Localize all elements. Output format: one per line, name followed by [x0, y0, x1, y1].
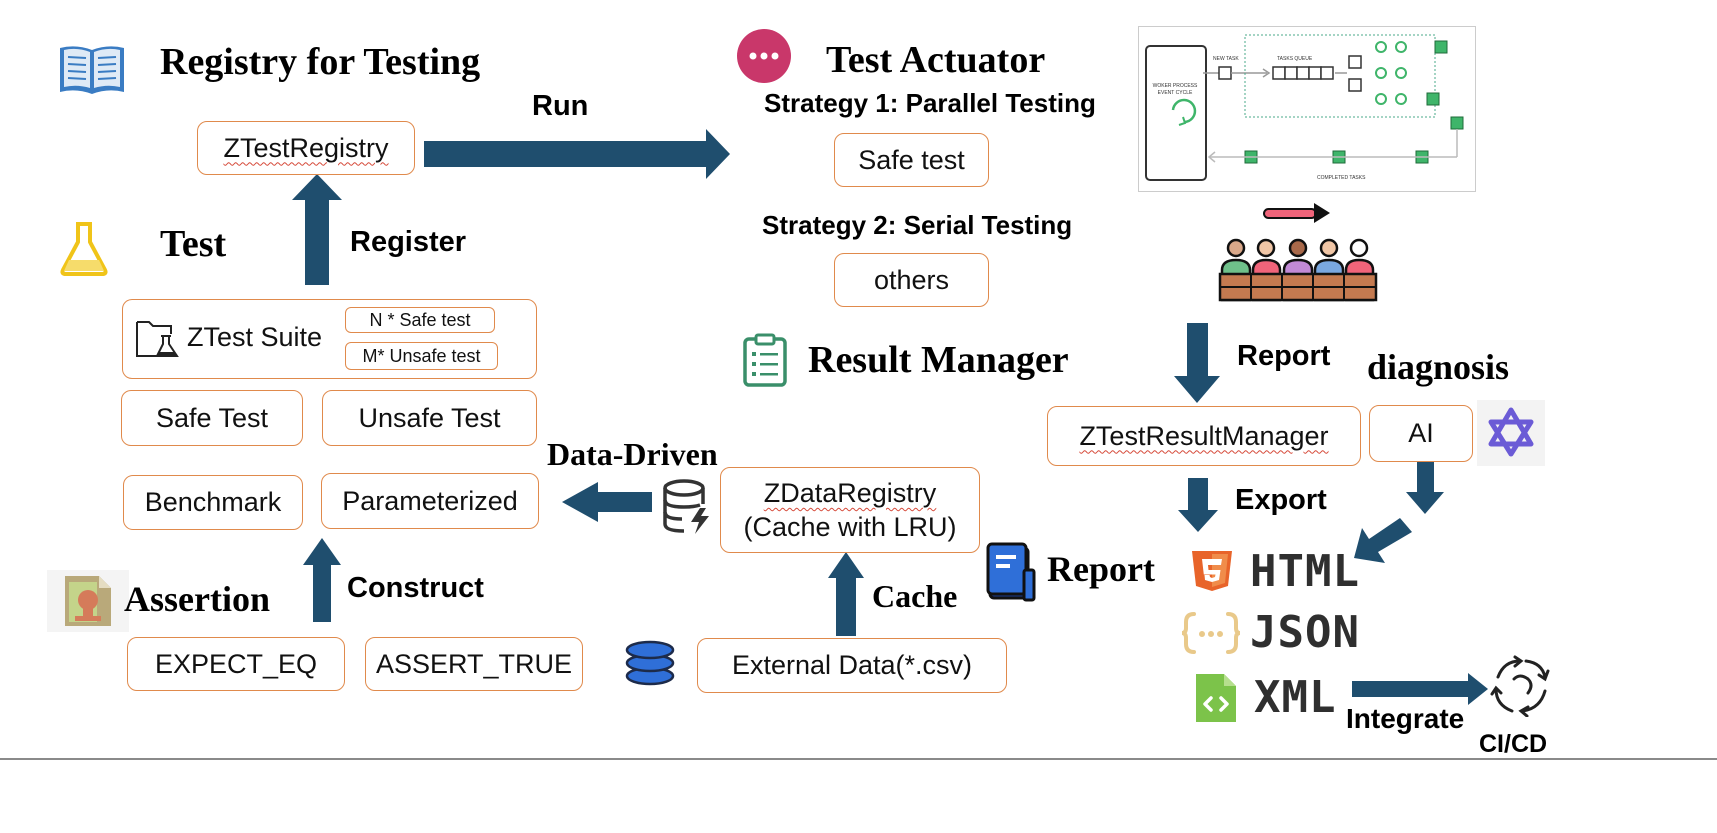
completed-label: COMPLETED TASKS — [1317, 175, 1366, 181]
unsafe-test-text: Unsafe Test — [358, 402, 501, 433]
register-arrow — [292, 174, 342, 285]
export-arrow — [1178, 478, 1218, 532]
safe-test-box: Safe Test — [121, 390, 303, 446]
book-icon — [58, 42, 126, 96]
result-manager-heading: Result Manager — [808, 339, 1069, 381]
actuator-heading: Test Actuator — [826, 39, 1046, 81]
cache-arrow — [828, 552, 864, 636]
external-data-box: External Data(*.csv) — [697, 638, 1007, 693]
stamp-icon — [47, 570, 129, 632]
report-arrow — [1174, 323, 1220, 403]
team-icon — [1218, 200, 1378, 304]
cycle-icon — [1490, 655, 1552, 718]
zdata-registry-box: ZDataRegistry (Cache with LRU) — [720, 467, 980, 553]
new-task-label: NEW TASK — [1213, 56, 1239, 62]
xml-icon — [1194, 672, 1238, 724]
ai-diagonal-arrow — [1354, 518, 1412, 563]
unsafe-test-box: Unsafe Test — [322, 390, 537, 446]
report-label: Report — [1237, 340, 1331, 372]
ai-down-arrow — [1406, 462, 1444, 514]
data-driven-label: Data-Driven — [547, 436, 718, 472]
assert-true-box: ASSERT_TRUE — [365, 637, 583, 691]
integrate-arrow — [1352, 673, 1488, 705]
folder-flask-icon — [135, 316, 179, 367]
zdata-registry-text: ZDataRegistry — [763, 478, 937, 508]
ztest-registry-text: ZTestRegistry — [223, 132, 389, 163]
diagnosis-heading: diagnosis — [1367, 347, 1510, 387]
database-icon — [660, 478, 716, 536]
cicd-label: CI/CD — [1479, 730, 1548, 758]
ztest-suite-text: ZTest Suite — [187, 322, 323, 352]
m-unsafe-box: M* Unsafe test — [345, 342, 498, 370]
export-label: Export — [1235, 484, 1327, 516]
json-format-label: JSON — [1250, 607, 1360, 658]
others-box: others — [834, 253, 989, 307]
clipboard-icon — [742, 333, 788, 387]
tasks-queue-label: TASKS QUEUE — [1277, 56, 1313, 62]
more-icon — [736, 28, 792, 84]
external-data-text: External Data(*.csv) — [731, 650, 973, 680]
strategy-1-label: Strategy 1: Parallel Testing — [764, 88, 1096, 118]
registry-heading: Registry for Testing — [160, 41, 481, 83]
ai-text: AI — [1408, 418, 1434, 448]
zdata-registry-subtext: (Cache with LRU) — [743, 512, 957, 542]
worker-label: WOKER PROCESS EVENT CYCLE — [1152, 83, 1198, 96]
result-manager-box: ZTestResultManager — [1047, 406, 1361, 466]
m-unsafe-text: M* Unsafe test — [362, 345, 481, 366]
benchmark-text: Benchmark — [144, 487, 282, 517]
flask-icon — [58, 220, 110, 278]
strategy-2-label: Strategy 2: Serial Testing — [762, 210, 1073, 240]
bottom-divider — [0, 758, 1717, 760]
expect-eq-text: EXPECT_EQ — [154, 648, 318, 679]
safe-test-run-text: Safe test — [858, 144, 965, 175]
result-manager-text: ZTestResultManager — [1079, 420, 1329, 451]
html-format-label: HTML — [1250, 546, 1360, 597]
document-icon — [986, 542, 1042, 602]
star-icon — [1477, 400, 1545, 466]
n-safe-box: N * Safe test — [345, 307, 495, 333]
safe-test-text: Safe Test — [155, 402, 269, 433]
register-label: Register — [350, 226, 467, 258]
run-arrow — [424, 129, 730, 179]
n-safe-text: N * Safe test — [369, 309, 471, 330]
html5-icon — [1189, 550, 1235, 592]
queue-diagram: WOKER PROCESS EVENT CYCLE — [1138, 26, 1476, 192]
json-icon — [1180, 610, 1242, 656]
construct-label: Construct — [347, 572, 484, 604]
benchmark-box: Benchmark — [123, 475, 303, 530]
ztest-suite-box: ZTest Suite N * Safe test M* Unsafe test — [122, 299, 537, 379]
others-text: others — [873, 264, 950, 295]
run-label: Run — [532, 90, 589, 122]
expect-eq-box: EXPECT_EQ — [127, 637, 345, 691]
assertion-heading: Assertion — [124, 579, 270, 619]
safe-test-run-box: Safe test — [834, 133, 989, 187]
test-heading: Test — [160, 223, 227, 265]
parameterized-text: Parameterized — [342, 485, 518, 516]
data-driven-arrow — [562, 482, 652, 522]
assert-true-text: ASSERT_TRUE — [375, 648, 573, 679]
cache-label: Cache — [872, 578, 958, 614]
ai-box: AI — [1369, 405, 1473, 462]
parameterized-box: Parameterized — [321, 473, 539, 529]
xml-format-label: XML — [1254, 672, 1337, 723]
ztest-registry-box: ZTestRegistry — [197, 121, 415, 175]
report-heading: Report — [1047, 549, 1155, 589]
stack-icon — [624, 640, 676, 686]
integrate-label: Integrate — [1346, 703, 1465, 734]
construct-arrow — [303, 538, 341, 622]
